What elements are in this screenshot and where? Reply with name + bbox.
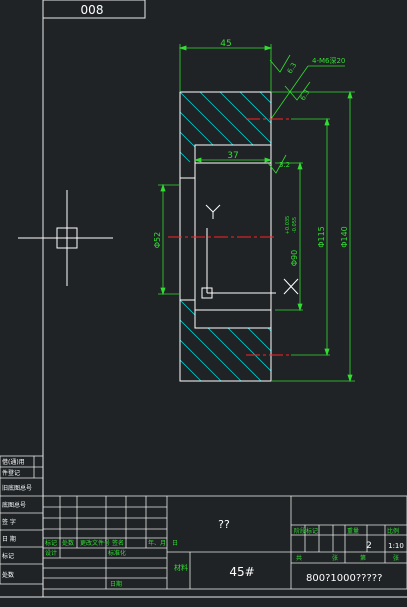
material-side-label: 材料 (174, 563, 188, 572)
dim-phi140: Φ140 (340, 226, 349, 248)
roughness-top-value: 6.3 (286, 61, 298, 75)
part-name: ?? (218, 518, 230, 531)
dimensions (158, 44, 355, 383)
roughness-mid-value: 3.2 (279, 161, 290, 169)
dim-37: 37 (227, 151, 238, 161)
footer-sheet: 张 (393, 554, 399, 562)
side-label-7: 处数 (2, 571, 14, 579)
drawing-number: 008 (81, 3, 104, 17)
rev-header-0: 标记 (45, 539, 57, 547)
footer-sheets: 张 (332, 554, 338, 562)
rev-header-4: 签名 (112, 539, 124, 547)
side-label-5: 日 期 (2, 535, 16, 543)
rev-header-1: 处数 (62, 539, 74, 547)
roughness-symbol-right (284, 81, 311, 101)
date-label: 日期 (110, 580, 122, 588)
dimension-texts: 45 37 4-M6深20 6.3 6.3 3.2 Φ52 Φ90 +0.035… (153, 39, 349, 266)
right-header-0: 阶段标记 (294, 527, 318, 535)
rev-header-3: 更改文件号 (80, 539, 110, 547)
side-label-1: 件登记 (2, 469, 20, 477)
dim-thread: 4-M6深20 (312, 56, 345, 65)
side-label-3: 底图总号 (2, 501, 26, 509)
footer-total: 共 (296, 554, 302, 562)
company-name: 800?1000????? (306, 573, 382, 584)
hatch-bottom (180, 300, 271, 381)
designer-label: 设计 (45, 549, 57, 557)
right-header-2: 比例 (387, 527, 399, 535)
dim-phi90: Φ90 (290, 250, 299, 266)
standard-label: 标准化 (108, 549, 126, 557)
dim-phi52: Φ52 (153, 232, 162, 248)
centerlines (168, 118, 291, 356)
roughness-right-value: 6.3 (299, 88, 311, 102)
dim-phi115: Φ115 (317, 226, 326, 248)
scale-ratio: 1:10 (388, 542, 404, 550)
side-label-4: 签 字 (2, 518, 16, 526)
roughness-symbol-top (269, 54, 291, 73)
footer-no: 第 (360, 554, 366, 562)
scale-value: 2 (366, 541, 372, 551)
crosshair-cursor[interactable] (18, 190, 113, 286)
ucs-icon (201, 204, 299, 299)
rev-header-5: 年、月、日 (148, 539, 178, 547)
side-label-0: 借(通)用 (2, 458, 25, 466)
right-header-1: 重量 (347, 527, 359, 535)
roughness-symbol-mid (267, 154, 287, 174)
dim-phi90-tol-upper: +0.035 (285, 216, 291, 235)
dim-phi90-tol-lower: -0.055 (292, 217, 298, 233)
drawing-number-box (42, 0, 146, 19)
material-value: 45# (229, 565, 254, 579)
title-block (42, 495, 407, 590)
hatch-top (180, 92, 271, 163)
side-label-6: 标记 (2, 552, 14, 560)
dim-45: 45 (220, 39, 231, 49)
side-label-2: 旧底图总号 (2, 484, 32, 492)
